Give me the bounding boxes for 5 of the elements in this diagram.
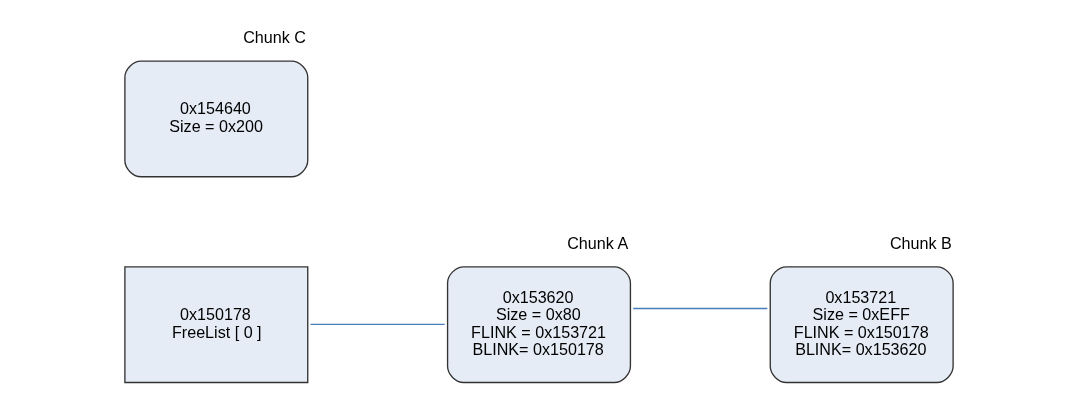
connector	[632, 307, 769, 310]
node-label: Chunk C	[243, 28, 306, 47]
connector	[309, 323, 446, 325]
node-label: Chunk B	[889, 233, 952, 252]
node-label: Chunk A	[567, 233, 629, 252]
